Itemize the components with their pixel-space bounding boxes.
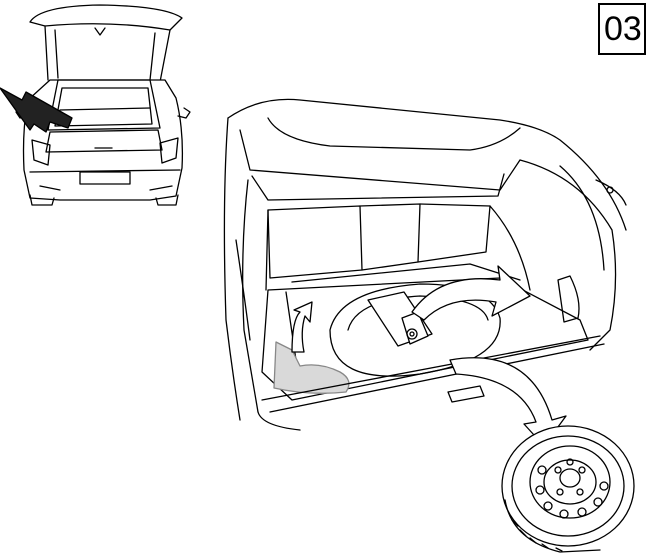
trunk-illustration: [223, 98, 627, 447]
step-number-badge: 03: [598, 3, 646, 55]
car-rear-view-inset: [0, 4, 191, 206]
spare-wheel: [501, 425, 635, 553]
